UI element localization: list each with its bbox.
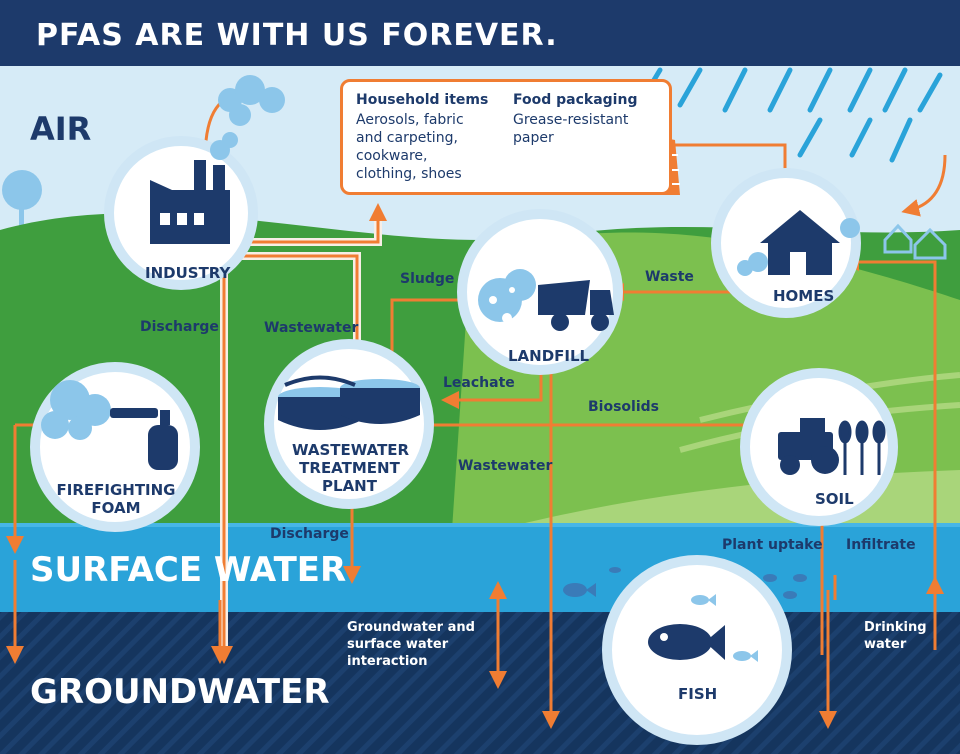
groundwater-band (0, 612, 960, 754)
household-items-text: Aerosols, fabric and carpeting, cookware… (356, 112, 464, 182)
fish-icon (563, 567, 807, 662)
food-packaging-heading: Food packaging (513, 92, 638, 108)
zone-surface-water-label: SURFACE WATER (30, 550, 347, 590)
smoke-icon (210, 75, 285, 160)
dump-truck-icon (538, 280, 614, 331)
flow-label-biosolids: Biosolids (588, 399, 659, 415)
zone-groundwater-label: GROUNDWATER (30, 672, 330, 712)
page-title: PFAS ARE WITH US FOREVER. (36, 18, 558, 53)
flow-label-sludge: Sludge (400, 271, 455, 287)
house-icon (883, 223, 947, 260)
zone-air-label: AIR (30, 110, 92, 148)
flow-label-plant-uptake: Plant uptake (722, 537, 823, 553)
wheat-icon (838, 420, 886, 475)
flow-label-discharge-plant: Discharge (270, 526, 349, 542)
flow-label-wastewater-landfill: Wastewater (458, 458, 553, 474)
title-banner: PFAS ARE WITH US FOREVER. (0, 0, 960, 66)
fire-extinguisher-icon (110, 408, 178, 470)
node-circles (30, 136, 898, 745)
flow-label-leachate: Leachate (443, 375, 515, 391)
node-fish-label: FISH (678, 685, 718, 703)
node-soil-label: SOIL (815, 490, 854, 508)
treatment-tank-icon (278, 375, 420, 430)
household-items-heading: Household items (356, 92, 489, 108)
flow-label-infiltrate: Infiltrate (846, 537, 916, 553)
flow-label-gw-sw-interaction: Groundwater and surface water interactio… (347, 620, 475, 669)
node-homes-label: HOMES (773, 287, 835, 305)
flow-label-discharge-industry: Discharge (140, 319, 219, 335)
rain-icon (642, 67, 943, 163)
node-landfill-label: LANDFILL (508, 347, 590, 365)
tractor-icon (778, 418, 839, 475)
node-industry-label: INDUSTRY (145, 264, 231, 282)
node-wwtp-label: WASTEWATER TREATMENT PLANT (292, 441, 410, 495)
flow-label-waste: Waste (645, 269, 694, 285)
household-sources-box: Household items Aerosols, fabric and car… (340, 79, 672, 195)
foam-cloud-icon (41, 380, 111, 440)
flow-label-drinking-water: Drinking water (864, 620, 927, 652)
food-packaging-text: Grease-resistant paper (513, 112, 629, 146)
tree-icon (2, 170, 42, 235)
flow-label-wastewater-industry: Wastewater (264, 320, 359, 336)
surface-water-band (0, 525, 960, 620)
factory-icon (150, 160, 230, 244)
node-firefighting-label: FIREFIGHTING FOAM (56, 481, 176, 517)
house-icon (760, 210, 840, 275)
